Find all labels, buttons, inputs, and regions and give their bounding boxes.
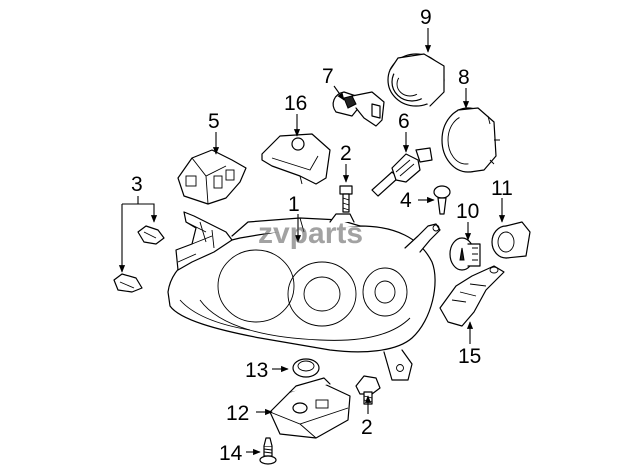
push-pin-4-part — [433, 185, 451, 215]
dust-cap-9-part — [387, 53, 445, 107]
grommet-13-part — [292, 358, 320, 378]
callout-2-upper: 2 — [340, 142, 352, 165]
bolt-upper-part — [339, 185, 353, 213]
callout-11: 11 — [491, 177, 513, 200]
callout-6: 6 — [398, 110, 410, 133]
callout-15: 15 — [458, 345, 481, 368]
callout-3: 3 — [131, 173, 143, 196]
bulb-7-part — [332, 91, 385, 127]
callout-14: 14 — [219, 442, 243, 465]
leveling-bracket-part — [261, 133, 331, 185]
callout-1: 1 — [288, 193, 300, 216]
leader-3 — [122, 203, 158, 223]
callout-5: 5 — [208, 110, 220, 133]
callout-8: 8 — [458, 66, 470, 89]
headlamp-assembly — [167, 211, 441, 381]
bracket-15-part — [439, 265, 505, 327]
ballast-module-12-part — [269, 377, 351, 439]
watermark-logo: zvparts — [258, 217, 363, 250]
leader-7 — [333, 85, 345, 101]
callout-9: 9 — [420, 6, 432, 29]
callout-4: 4 — [400, 189, 412, 212]
callout-12: 12 — [226, 402, 249, 425]
dust-cover-8-part — [441, 107, 500, 173]
socket-11-part — [491, 221, 531, 259]
callout-16: 16 — [284, 92, 307, 115]
callout-10: 10 — [456, 200, 479, 223]
callout-7: 7 — [322, 65, 334, 88]
callout-2-lower: 2 — [361, 416, 373, 439]
callout-13: 13 — [245, 359, 268, 382]
clip-parts — [113, 225, 165, 293]
bulb-10-part — [449, 237, 481, 271]
bulb-6-part — [371, 147, 433, 197]
screw-14-part — [259, 437, 277, 465]
bracket-part — [177, 149, 247, 205]
